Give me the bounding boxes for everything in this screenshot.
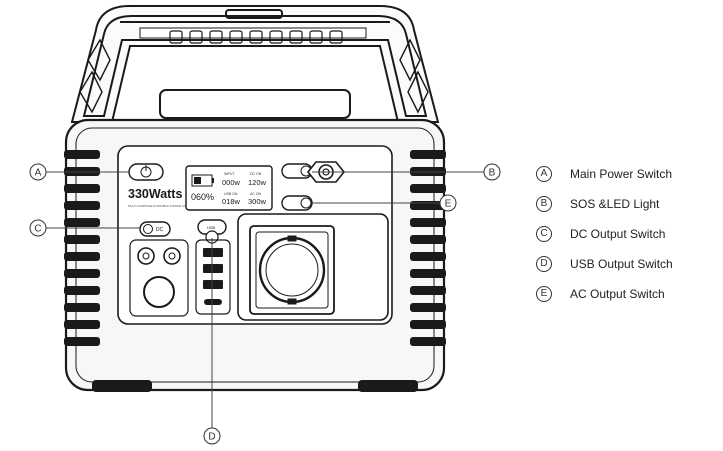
callout-d: D bbox=[203, 427, 221, 445]
battery-percent: 060% bbox=[191, 192, 214, 202]
dc-output-switch[interactable] bbox=[139, 221, 171, 237]
usb-on-value: 018w bbox=[222, 197, 241, 206]
ac-outlet bbox=[237, 213, 389, 321]
dc-on-label: DC ON bbox=[250, 172, 262, 176]
callout-b: B bbox=[483, 163, 501, 181]
legend-item-dc-output: C DC Output Switch bbox=[536, 219, 723, 249]
callout-lines bbox=[46, 171, 484, 428]
legend-letter: A bbox=[536, 166, 552, 182]
svg-text:D: D bbox=[208, 432, 215, 443]
legend-item-ac-output: E AC Output Switch bbox=[536, 279, 723, 309]
wattage-label: 330Watts bbox=[128, 187, 182, 201]
legend-letter: E bbox=[536, 286, 552, 302]
callout-a: A bbox=[29, 163, 47, 181]
legend-letter: B bbox=[536, 196, 552, 212]
input-value: 000w bbox=[222, 178, 241, 187]
side-ribs-right bbox=[410, 150, 446, 346]
legend-item-usb-output: D USB Output Switch bbox=[536, 249, 723, 279]
usb-on-label: USB ON bbox=[224, 192, 238, 196]
dc-ports bbox=[129, 239, 189, 317]
ac-output-switch[interactable] bbox=[281, 195, 313, 211]
legend-letter: C bbox=[536, 226, 552, 242]
ac-on-value: 300w bbox=[248, 197, 267, 206]
svg-text:E: E bbox=[445, 199, 452, 210]
sos-led-light-button[interactable] bbox=[281, 163, 313, 179]
foot-right bbox=[358, 380, 418, 392]
foot-left bbox=[92, 380, 152, 392]
svg-text:C: C bbox=[34, 224, 41, 235]
ac-on-label: AC ON bbox=[250, 192, 262, 196]
input-label: INPUT bbox=[224, 172, 235, 176]
lcd-display: 060% INPUT 000w DC ON 120w USB ON 018w A… bbox=[185, 165, 273, 211]
model-subtitle: MULTI-PURPOSE PORTABLE POWER STATION bbox=[128, 204, 195, 208]
callout-e: E bbox=[439, 194, 457, 212]
dc-button-label: DC bbox=[156, 227, 164, 233]
legend: A Main Power Switch B SOS &LED Light C D… bbox=[536, 159, 723, 309]
side-ribs-left bbox=[64, 150, 100, 346]
legend-letter: D bbox=[536, 256, 552, 272]
legend-label: SOS &LED Light bbox=[570, 197, 660, 211]
legend-label: USB Output Switch bbox=[570, 257, 673, 271]
legend-label: DC Output Switch bbox=[570, 227, 666, 241]
legend-label: Main Power Switch bbox=[570, 167, 673, 181]
dc-on-value: 120w bbox=[248, 178, 267, 187]
svg-text:B: B bbox=[489, 168, 496, 179]
usb-ports bbox=[195, 239, 231, 315]
svg-text:A: A bbox=[35, 168, 42, 179]
carry-handle bbox=[70, 5, 440, 123]
usb-button-label: USB bbox=[207, 225, 216, 230]
legend-label: AC Output Switch bbox=[570, 287, 665, 301]
main-power-switch[interactable] bbox=[128, 163, 164, 181]
legend-item-main-power: A Main Power Switch bbox=[536, 159, 723, 189]
legend-item-sos-light: B SOS &LED Light bbox=[536, 189, 723, 219]
callout-c: C bbox=[29, 219, 47, 237]
